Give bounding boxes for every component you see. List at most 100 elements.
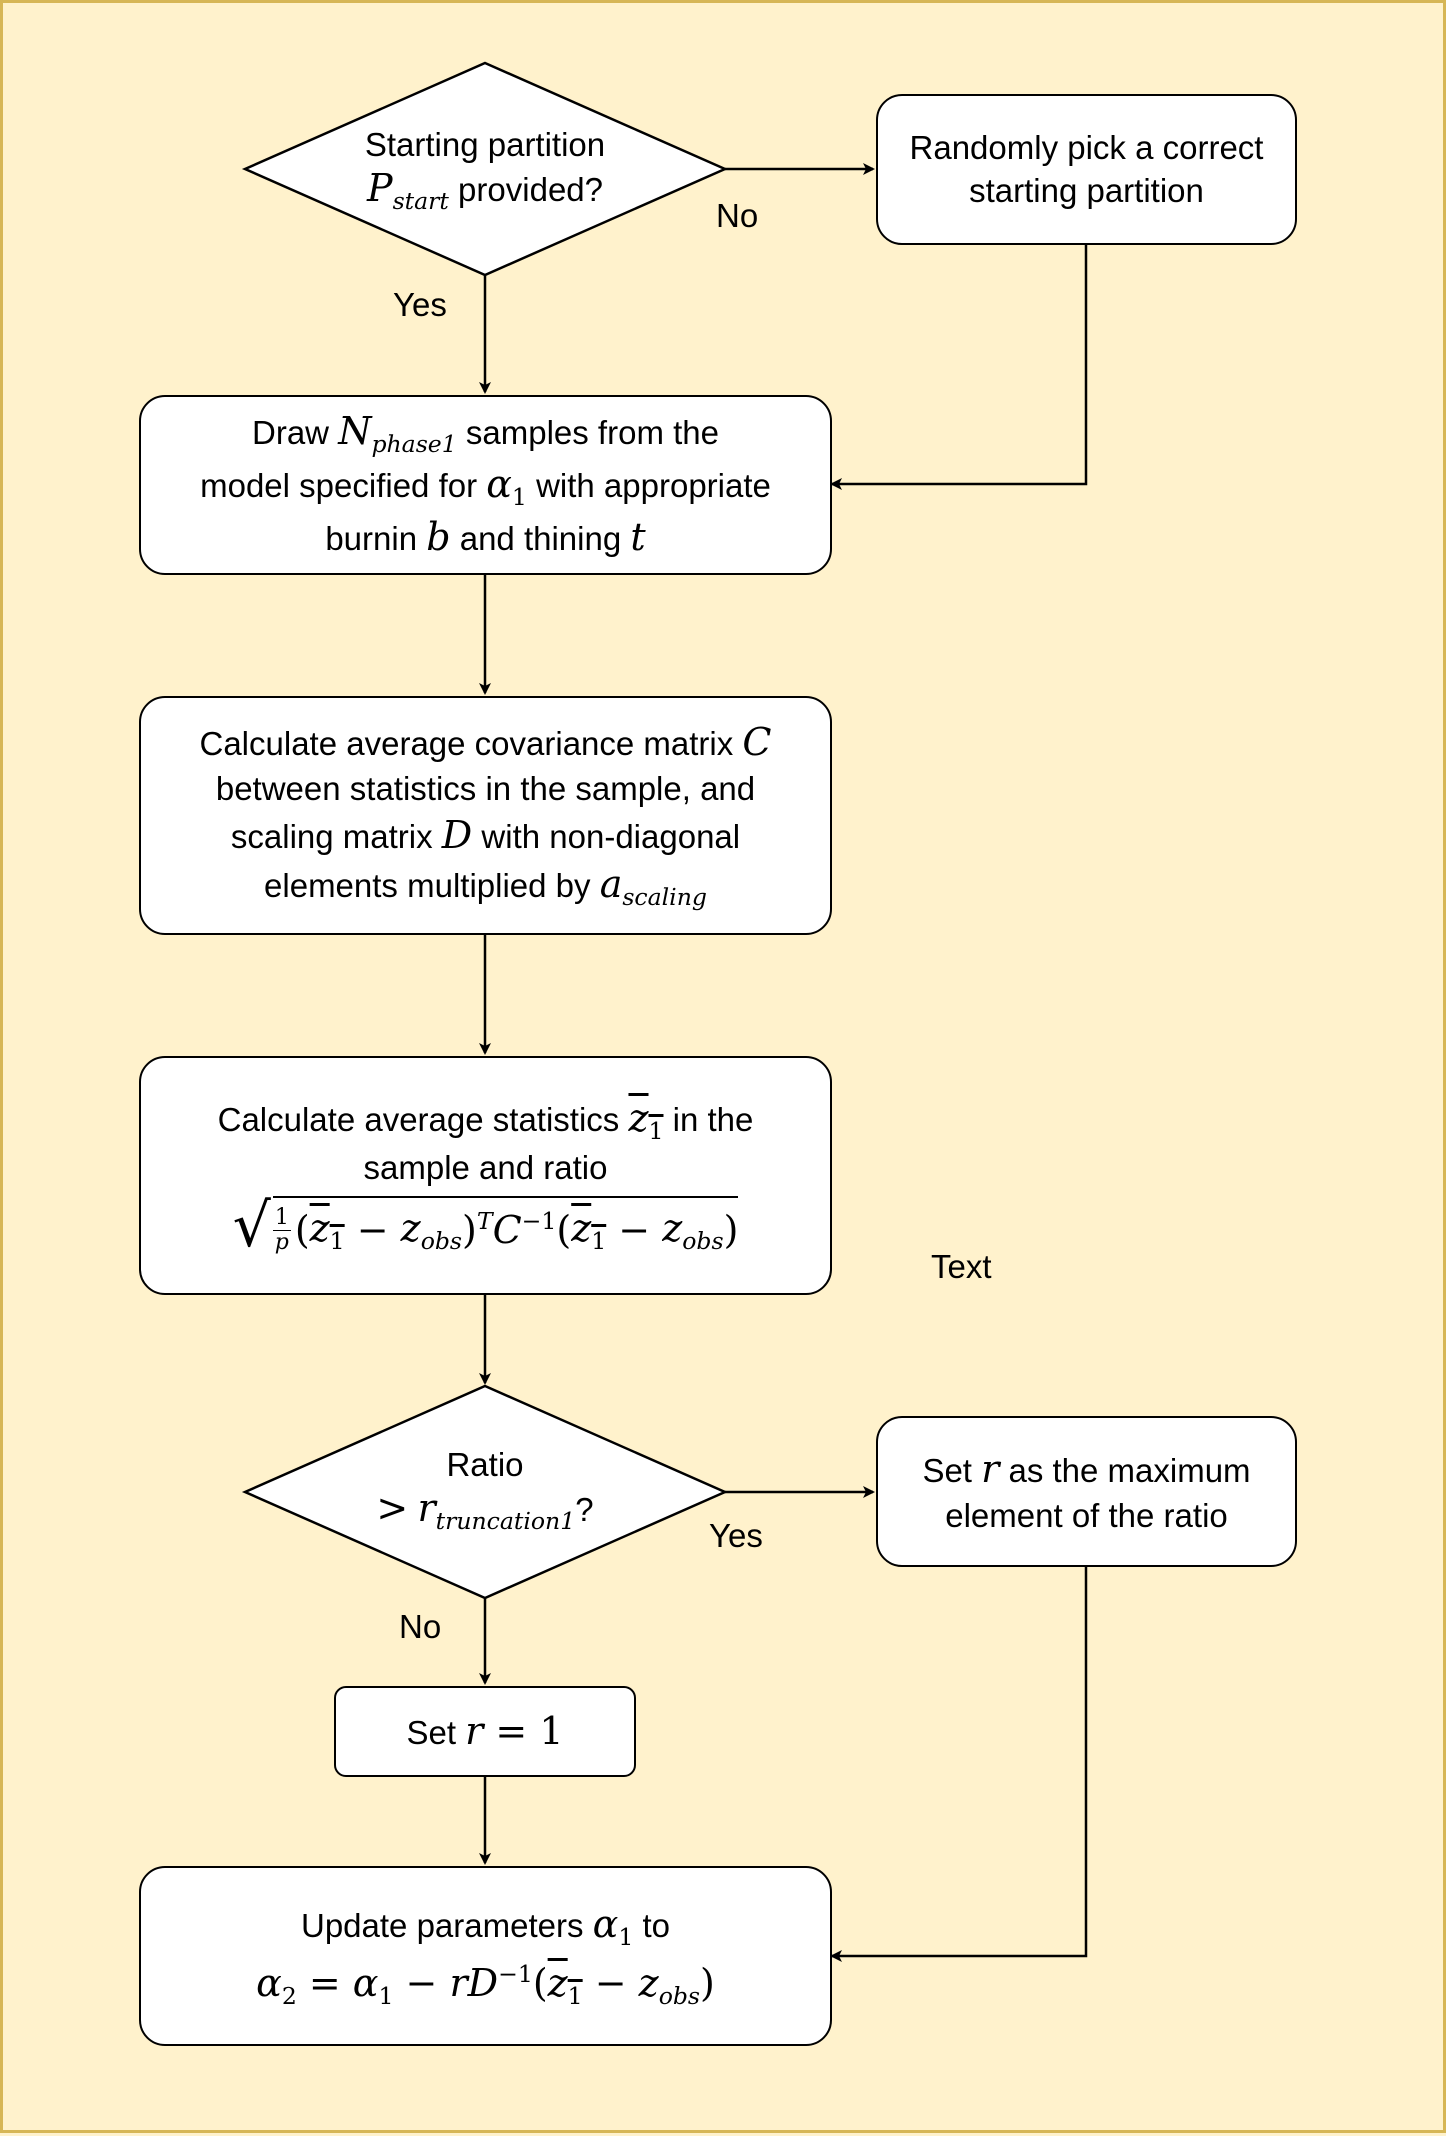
- box-update-parameters[interactable]: Update parameters α1 to α2 = α1 − rD−1(z…: [139, 1866, 832, 2046]
- update-t2: to: [633, 1907, 670, 1945]
- box-random-partition[interactable]: Randomly pick a correct starting partiti…: [876, 94, 1297, 245]
- box-set-r-one[interactable]: Set r = 1: [334, 1686, 636, 1777]
- upd-d-sup: −1: [498, 1959, 533, 1988]
- update-line1: Update parameters α1 to: [301, 1900, 670, 1953]
- ratio-z-a-sub: 1: [329, 1227, 345, 1256]
- decision-partition-line1: Starting partition: [364, 125, 606, 163]
- var-n: N: [338, 409, 372, 454]
- upd-a2-sub: 2: [281, 1982, 297, 2011]
- var-r-sub: truncation1: [435, 1507, 576, 1536]
- box-set-r-max[interactable]: Set r as the maximum element of the rati…: [876, 1416, 1297, 1567]
- ratio-zbar-b: z1: [571, 1204, 606, 1257]
- var-p: P: [367, 165, 393, 210]
- var-p-sub: start: [392, 187, 449, 216]
- ratio-c: C: [492, 1207, 522, 1252]
- var-n-phase: Nphase1: [338, 409, 457, 458]
- var-zbar1: z1: [628, 1096, 663, 1145]
- var-r-trunc: rtruncation1: [417, 1486, 575, 1535]
- ratio-zobs-b-sub: obs: [682, 1227, 724, 1256]
- ratio-z-a: z: [309, 1205, 330, 1250]
- paren-open-1: (: [294, 1207, 310, 1252]
- var-p-start: Pstart: [367, 165, 449, 215]
- var-d: D: [441, 812, 473, 857]
- box-covariance[interactable]: Calculate average covariance matrix C be…: [139, 696, 832, 935]
- transpose-T: T: [476, 1206, 493, 1235]
- ratio-zobs-b-z: z: [662, 1205, 683, 1250]
- gt-symbol: >: [376, 1485, 409, 1530]
- upd-a2: α: [256, 1961, 282, 2006]
- upd-eq: =: [296, 1961, 353, 2006]
- frac-den: p: [274, 1229, 289, 1255]
- edge-label-d1-yes: Yes: [393, 286, 447, 323]
- upd-z: z: [547, 1961, 568, 2006]
- upd-minus: −: [393, 1961, 450, 2006]
- ratio-zobs-a: zobs: [401, 1204, 462, 1257]
- edge-random-to-draw: [830, 245, 1088, 490]
- upd-zobs: zobs: [639, 1961, 700, 2010]
- minus-2: −: [606, 1207, 663, 1252]
- ratio-zobs-a-sub: obs: [420, 1227, 463, 1256]
- var-a-sub: scaling: [622, 883, 707, 912]
- edge-label-d1-no: No: [716, 197, 759, 234]
- setone-t1: Set: [406, 1713, 466, 1751]
- paren-close-1-wrap: )T: [462, 1206, 493, 1256]
- upd-zobs-sub: obs: [658, 1982, 701, 2011]
- stats-t1: Calculate average statistics: [217, 1101, 629, 1139]
- cov-t4: with non-diagonal: [472, 817, 741, 855]
- update-t1: Update parameters: [300, 1907, 593, 1945]
- setone-one: 1: [539, 1708, 564, 1753]
- ratio-c-inv: −1: [521, 1206, 557, 1235]
- draw-t2: samples from the: [456, 414, 719, 452]
- stats-line2: sample and ratio: [363, 1149, 608, 1187]
- decision-ratio-line2: > rtruncation1?: [376, 1485, 593, 1537]
- var-alpha: α: [486, 462, 512, 507]
- draw-t6: and thining: [450, 520, 631, 558]
- update-alpha1: α1: [593, 1902, 634, 1951]
- setone-var-r: r: [465, 1708, 484, 1753]
- upd-a1: α: [352, 1961, 379, 2006]
- stats-line1: Calculate average statistics z1 in the: [218, 1094, 754, 1147]
- cov-line3: scaling matrix D with non-diagonal: [231, 811, 740, 860]
- random-line2: starting partition: [969, 171, 1204, 209]
- ratio-z-b: z: [571, 1205, 592, 1250]
- ratio-cinv: C−1: [493, 1206, 557, 1256]
- upd-minus2: −: [582, 1961, 639, 2006]
- paren-close-1: ): [462, 1207, 477, 1252]
- var-n-sub: phase1: [371, 430, 457, 459]
- upd-d: D: [467, 1961, 499, 2006]
- decision-ratio-label: Ratio > rtruncation1?: [303, 1435, 667, 1545]
- ratio-z-b-sub: 1: [591, 1227, 607, 1256]
- upd-zbar: z1: [547, 1961, 583, 2010]
- var-a-scaling: ascaling: [600, 862, 707, 911]
- setone-eq: =: [483, 1708, 540, 1753]
- zbar-sub: 1: [648, 1117, 664, 1146]
- box-draw-samples[interactable]: Draw Nphase1 samples from the model spec…: [139, 395, 832, 575]
- sqrt-icon: √: [232, 1190, 271, 1261]
- frac-num: 1: [272, 1204, 291, 1231]
- free-text-label[interactable]: Text: [931, 1248, 992, 1285]
- setmax-line2: element of the ratio: [945, 1496, 1228, 1534]
- edge-setmax-to-update: [830, 1567, 1088, 1962]
- cov-t1: Calculate average covariance matrix: [199, 725, 743, 763]
- setmax-var-r: r: [981, 1447, 1000, 1492]
- cov-t5: elements multiplied by: [264, 866, 600, 904]
- box-statistics[interactable]: Calculate average statistics z1 in the s…: [139, 1056, 832, 1295]
- ratio-zbar-a: z1: [310, 1204, 345, 1257]
- stats-t2: in the: [663, 1101, 754, 1139]
- zbar-over: z1: [628, 1096, 663, 1145]
- upd-alpha2: α2: [256, 1961, 297, 2010]
- decision-partition-label: Starting partition Pstart provided?: [303, 115, 667, 225]
- cov-line4: elements multiplied by ascaling: [264, 860, 707, 913]
- var-b: b: [426, 515, 451, 560]
- draw-t5: burnin: [325, 520, 427, 558]
- upd-close: ): [700, 1961, 715, 2006]
- edge-label-d2-yes: Yes: [709, 1517, 763, 1554]
- upd-z-sub: 1: [567, 1982, 583, 2011]
- minus-1: −: [344, 1207, 401, 1252]
- decision-partition-line2: Pstart provided?: [367, 165, 603, 217]
- connector-layer: [241, 61, 1088, 1962]
- zbar-z: z: [628, 1096, 649, 1141]
